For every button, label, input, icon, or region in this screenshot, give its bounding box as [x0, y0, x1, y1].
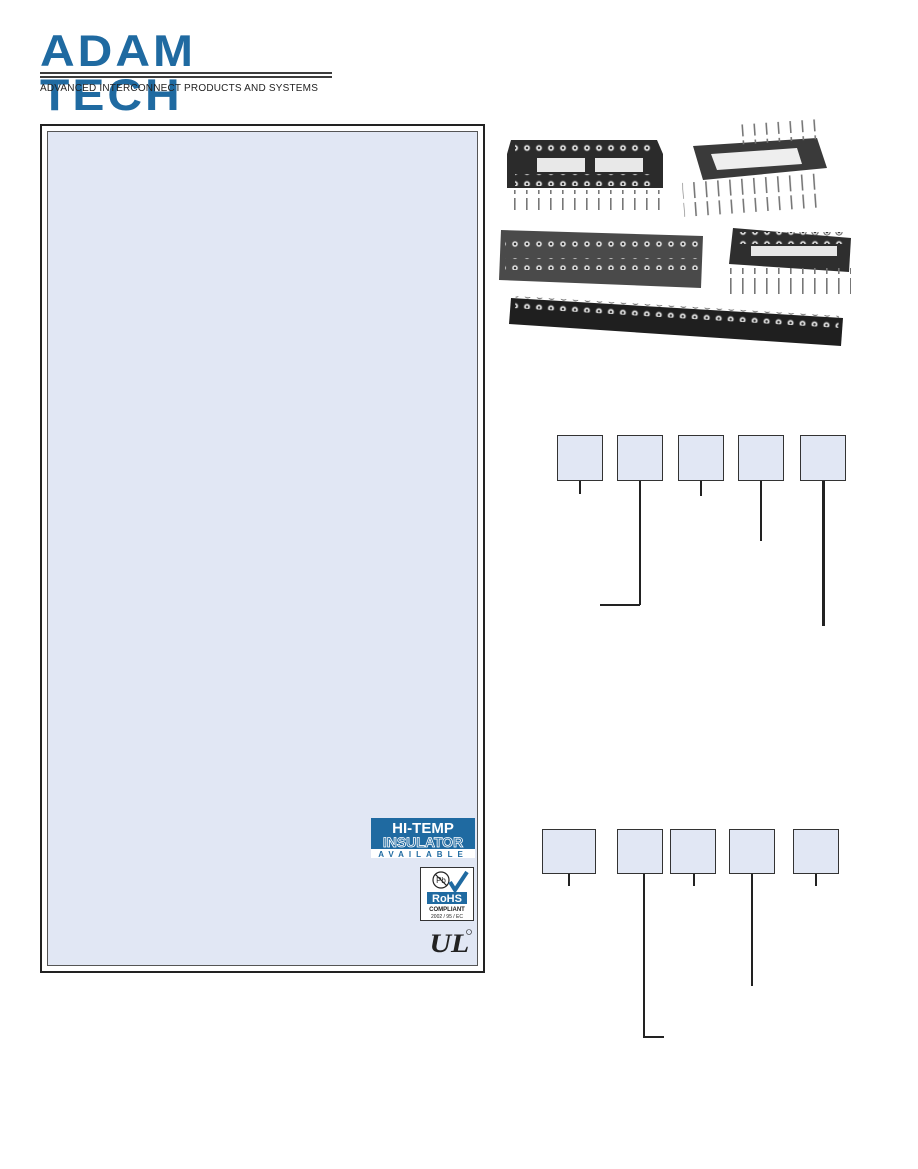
adam-tech-logo: ADAM TECH	[40, 30, 335, 126]
code-box-4	[738, 435, 784, 481]
dip-socket-small	[721, 228, 851, 298]
dip-socket-long-pins	[681, 118, 827, 217]
hitemp-line2: INSULATOR	[383, 834, 463, 850]
info-panel-inner: HI-TEMP INSULATOR AVAILABLE Pb RoHS COMP…	[47, 131, 478, 966]
leader-line	[643, 874, 645, 1037]
leader-line	[760, 481, 762, 541]
logo-wordmark: ADAM TECH	[40, 27, 196, 121]
info-panel: HI-TEMP INSULATOR AVAILABLE Pb RoHS COMP…	[40, 124, 485, 973]
ic-socket-product-photo	[499, 118, 851, 346]
leader-line	[600, 604, 640, 606]
code-box-2	[617, 435, 663, 481]
ul-recognized-icon: UL	[431, 929, 472, 957]
code-box-3	[678, 435, 724, 481]
leader-line	[643, 1036, 664, 1038]
code-box-5	[793, 829, 839, 874]
hi-temp-badge-icon: HI-TEMP INSULATOR AVAILABLE	[371, 818, 475, 858]
code-box-4	[729, 829, 775, 874]
leader-line	[815, 874, 817, 886]
rohs-pb: Pb	[436, 876, 446, 885]
company-tagline: ADVANCED INTERCONNECT PRODUCTS AND SYSTE…	[40, 83, 319, 94]
rohs-title: RoHS	[432, 893, 462, 905]
leader-line	[822, 481, 825, 626]
code-box-5	[800, 435, 846, 481]
rohs-ref: 2002 / 95 / EC	[431, 914, 463, 920]
ul-mark: UL	[431, 930, 469, 957]
code-box-1	[557, 435, 603, 481]
code-box-2	[617, 829, 663, 874]
rohs-sub: COMPLIANT	[429, 907, 465, 913]
dual-row-strip-socket	[499, 230, 703, 288]
leader-line	[751, 874, 753, 986]
logo-stripes	[40, 72, 332, 80]
hitemp-line3: AVAILABLE	[378, 850, 468, 858]
leader-line	[579, 481, 581, 494]
dip-socket-open-frame	[507, 140, 663, 210]
leader-line	[700, 481, 702, 496]
leader-line	[639, 481, 641, 605]
leader-line	[693, 874, 695, 886]
code-box-1	[542, 829, 596, 874]
code-box-3	[670, 829, 716, 874]
single-row-strip-socket	[509, 296, 843, 346]
leader-line	[568, 874, 570, 886]
hitemp-line1: HI-TEMP	[392, 820, 454, 837]
rohs-compliant-icon: Pb RoHS COMPLIANT 2002 / 95 / EC	[420, 867, 474, 921]
